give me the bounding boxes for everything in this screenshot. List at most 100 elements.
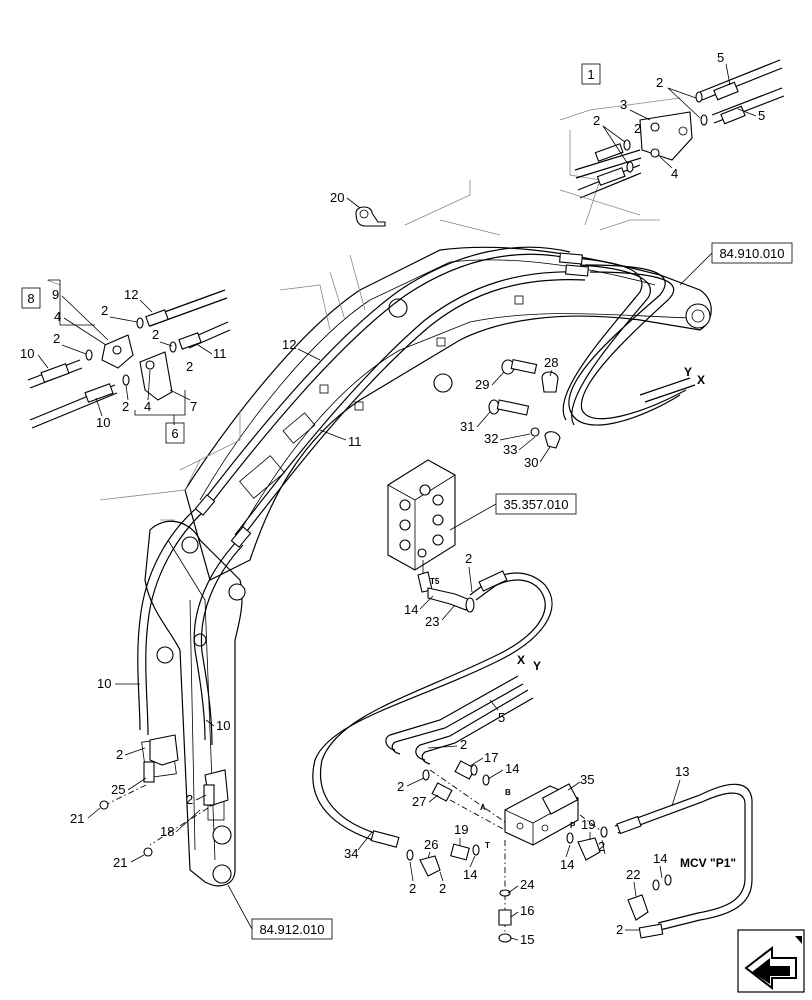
callout: 14 xyxy=(560,857,574,872)
callout: 2 xyxy=(460,737,467,752)
dipper-arm xyxy=(141,520,246,887)
port-t5: T5 xyxy=(430,577,440,586)
detail-box-1 xyxy=(559,59,785,216)
main-boom xyxy=(184,246,712,581)
manifold-35 xyxy=(429,769,601,935)
callout: 35 xyxy=(580,772,594,787)
callout: 20 xyxy=(330,190,344,205)
xy-lines-middle xyxy=(385,675,534,765)
callout: 17 xyxy=(484,750,498,765)
callout: 14 xyxy=(463,867,477,882)
port-p: P xyxy=(570,821,576,830)
pin-parts-28-33 xyxy=(488,358,561,449)
box-6: 6 xyxy=(165,422,185,444)
box-8-label: 8 xyxy=(27,291,34,306)
callout: 10 xyxy=(96,415,110,430)
label-x-mid: X xyxy=(517,653,525,667)
callouts: 2 5 3 2 5 2 4 20 9 12 4 2 2 10 11 2 2 4 xyxy=(20,50,765,947)
callout: 2 xyxy=(397,779,404,794)
callout: 29 xyxy=(475,377,489,392)
manifold-fittings xyxy=(406,760,608,943)
callout: 14 xyxy=(404,602,418,617)
callout: 30 xyxy=(524,455,538,470)
callout: 19 xyxy=(581,817,595,832)
ref-box-84912010[interactable]: 84.912.010 xyxy=(227,884,333,940)
callout: 21 xyxy=(70,811,84,826)
callout: 2 xyxy=(598,839,605,854)
clamp-part-20 xyxy=(355,206,386,227)
callout: 16 xyxy=(520,903,534,918)
ref-84912010-label: 84.912.010 xyxy=(259,922,324,937)
arrow-navigation-icon[interactable] xyxy=(737,929,805,993)
callout: 23 xyxy=(425,614,439,629)
callout: 2 xyxy=(439,881,446,896)
callout: 33 xyxy=(503,442,517,457)
callout: 11 xyxy=(348,434,362,449)
callout: 5 xyxy=(758,108,765,123)
callout: 31 xyxy=(460,419,474,434)
callout: 2 xyxy=(53,331,60,346)
port-b: B xyxy=(505,788,511,797)
mcv-p1-label: MCV "P1" xyxy=(680,856,736,870)
callout: 2 xyxy=(186,359,193,374)
callout: 21 xyxy=(113,855,127,870)
ref-box-35357010[interactable]: 35.357.010 xyxy=(449,493,577,531)
ref-35357010-label: 35.357.010 xyxy=(503,497,568,512)
callout: 22 xyxy=(626,867,640,882)
callout: 12 xyxy=(124,287,138,302)
callout: 7 xyxy=(190,399,197,414)
callout: 10 xyxy=(216,718,230,733)
box-6-label: 6 xyxy=(171,426,178,441)
callout: 2 xyxy=(116,747,123,762)
boom-hydraulic-lines xyxy=(137,246,696,746)
arm-brackets xyxy=(99,734,229,857)
callout: 2 xyxy=(122,399,129,414)
callout: 2 xyxy=(656,75,663,90)
callout: 19 xyxy=(454,822,468,837)
callout: 24 xyxy=(520,877,534,892)
callout: 9 xyxy=(52,287,59,302)
valve-hose xyxy=(312,570,553,848)
callout: 2 xyxy=(593,113,600,128)
callout: 34 xyxy=(344,846,358,861)
callout: 2 xyxy=(186,792,193,807)
callout: 25 xyxy=(111,782,125,797)
callout: 4 xyxy=(144,399,151,414)
callout: 5 xyxy=(498,710,505,725)
box-1-label: 1 xyxy=(587,67,594,82)
callout: 2 xyxy=(465,551,472,566)
callout: 3 xyxy=(620,97,627,112)
label-x-top: X xyxy=(697,373,705,387)
callout: 4 xyxy=(54,309,61,324)
callout: 4 xyxy=(671,166,678,181)
callout: 11 xyxy=(213,346,227,361)
callout: 2 xyxy=(634,121,641,136)
callout: 13 xyxy=(675,764,689,779)
callout: 10 xyxy=(97,676,111,691)
callout: 14 xyxy=(505,761,519,776)
ref-box-84910010[interactable]: 84.910.010 xyxy=(679,242,793,286)
port-a: A xyxy=(480,803,486,812)
hose-13 xyxy=(614,783,753,939)
ref-84910010-label: 84.910.010 xyxy=(719,246,784,261)
callout: 15 xyxy=(520,932,534,947)
callout: 2 xyxy=(101,303,108,318)
callout: 26 xyxy=(424,837,438,852)
callout: 2 xyxy=(152,327,159,342)
label-y-mid: Y xyxy=(533,659,541,673)
callout: 2 xyxy=(409,881,416,896)
label-y-top: Y xyxy=(684,365,692,379)
callout: 12 xyxy=(282,337,296,352)
callout: 18 xyxy=(160,824,174,839)
valve-block xyxy=(387,459,475,613)
box-1: 1 xyxy=(581,63,601,85)
callout: 2 xyxy=(616,922,623,937)
leader-lines xyxy=(46,130,660,521)
callout: 28 xyxy=(544,355,558,370)
callout: 14 xyxy=(653,851,667,866)
callout: 27 xyxy=(412,794,426,809)
port-t: T xyxy=(485,841,490,850)
callout: 32 xyxy=(484,431,498,446)
box-8: 8 xyxy=(21,287,41,309)
